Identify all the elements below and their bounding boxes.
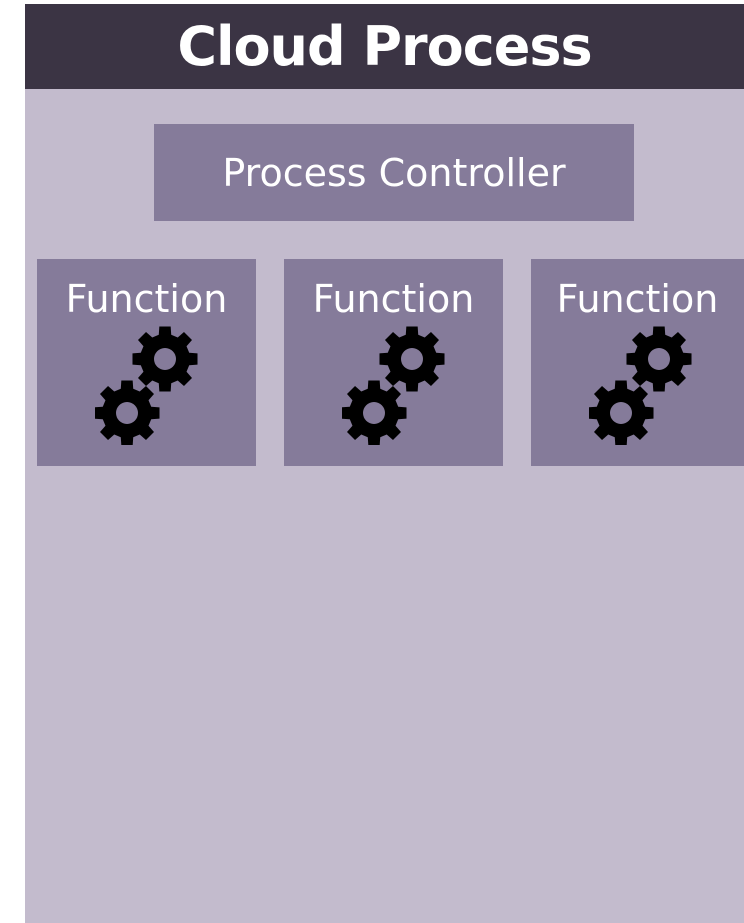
- function-box-2: Function: [284, 259, 503, 466]
- title-bar: Cloud Process: [25, 4, 744, 89]
- process-controller-box: Process Controller: [154, 124, 634, 221]
- gear-lower-hole: [116, 402, 138, 424]
- gears-icon: [342, 326, 445, 445]
- function-box-3: Function: [531, 259, 744, 466]
- diagram-title: Cloud Process: [177, 15, 592, 78]
- function-label: Function: [556, 277, 719, 321]
- gear-upper-hole: [154, 348, 176, 370]
- process-controller-label: Process Controller: [222, 150, 566, 195]
- function-label: Function: [312, 277, 475, 321]
- gear-lower-hole: [363, 402, 385, 424]
- gears-icon: [95, 326, 198, 445]
- gears-icon: [589, 326, 692, 445]
- gear-lower-hole: [610, 402, 632, 424]
- cloud-process-panel: Cloud Process Process Controller Functio…: [25, 4, 744, 923]
- function-label: Function: [65, 277, 228, 321]
- function-box-1: Function: [37, 259, 256, 466]
- gear-upper-hole: [648, 348, 670, 370]
- gear-upper-hole: [401, 348, 423, 370]
